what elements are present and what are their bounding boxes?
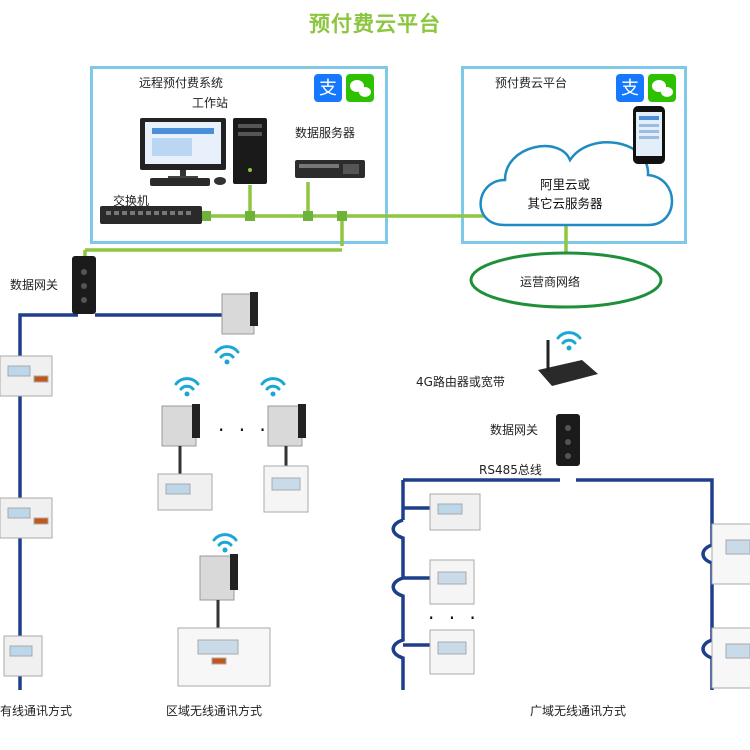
wide-meter-2	[429, 559, 475, 605]
area-meter-1	[157, 473, 213, 511]
wired-meter-2	[0, 497, 53, 539]
carrier-network-ring	[469, 251, 663, 309]
workstation-tower	[233, 118, 267, 184]
alipay-icon-left: 支	[314, 74, 342, 102]
right-data-gateway	[556, 414, 580, 466]
switch-label: 交换机	[113, 194, 150, 208]
wireless-module-top	[221, 292, 258, 335]
network-switch	[100, 206, 202, 224]
workstation-monitor	[140, 118, 226, 186]
right-gateway-label: 数据网关	[490, 423, 539, 437]
rs485-lines	[18, 313, 714, 690]
left-gateway-label: 数据网关	[10, 278, 59, 292]
smartphone	[633, 106, 665, 164]
data-server	[295, 160, 365, 178]
ellipsis-area: · · ·	[218, 418, 270, 442]
wifi-icons	[174, 331, 582, 547]
carrier-network-label: 运营商网络	[520, 275, 581, 289]
rs485-bus-label: RS485总线	[479, 463, 542, 477]
cloud-shape	[479, 141, 674, 227]
wifi-dots	[184, 345, 572, 553]
diagram-title: 预付费云平台	[309, 12, 441, 36]
wired-meter-1	[0, 355, 53, 397]
router-4g	[538, 340, 598, 386]
wireless-module-bottom	[199, 554, 238, 601]
data-server-label: 数据服务器	[295, 126, 356, 140]
wide-meter-3	[429, 629, 475, 675]
area-meter-2	[263, 465, 309, 513]
cloud-platform-title: 预付费云平台	[495, 76, 568, 90]
area-wireless-label: 区域无线通讯方式	[166, 704, 263, 718]
router-label: 4G路由器或宽带	[416, 375, 505, 389]
workstation-label: 工作站	[192, 96, 229, 110]
wired-mode-label: 有线通讯方式	[0, 704, 73, 718]
svg-text:支: 支	[621, 78, 639, 99]
wide-meter-cabinet-2	[711, 627, 750, 689]
ethernet-nodes	[201, 211, 347, 221]
ellipsis-wide: · · ·	[428, 606, 480, 630]
wide-wireless-label: 广域无线通讯方式	[530, 704, 627, 718]
wide-meter-1	[429, 493, 481, 531]
wide-meter-cabinet-1	[711, 523, 750, 585]
alipay-icon-right: 支	[616, 74, 644, 102]
wireless-module-mid-left	[161, 404, 200, 447]
wechat-icon-right	[648, 74, 676, 102]
wired-meter-3	[3, 635, 43, 677]
wechat-icon-left	[346, 74, 374, 102]
wireless-module-mid-right	[267, 404, 306, 447]
remote-system-title: 远程预付费系统	[139, 76, 224, 90]
cloud-server-label: 阿里云或 其它云服务器	[527, 177, 603, 211]
meter-links	[178, 446, 288, 628]
area-meter-cabinet	[177, 627, 271, 687]
left-data-gateway	[72, 256, 96, 314]
svg-text:支: 支	[319, 78, 337, 99]
